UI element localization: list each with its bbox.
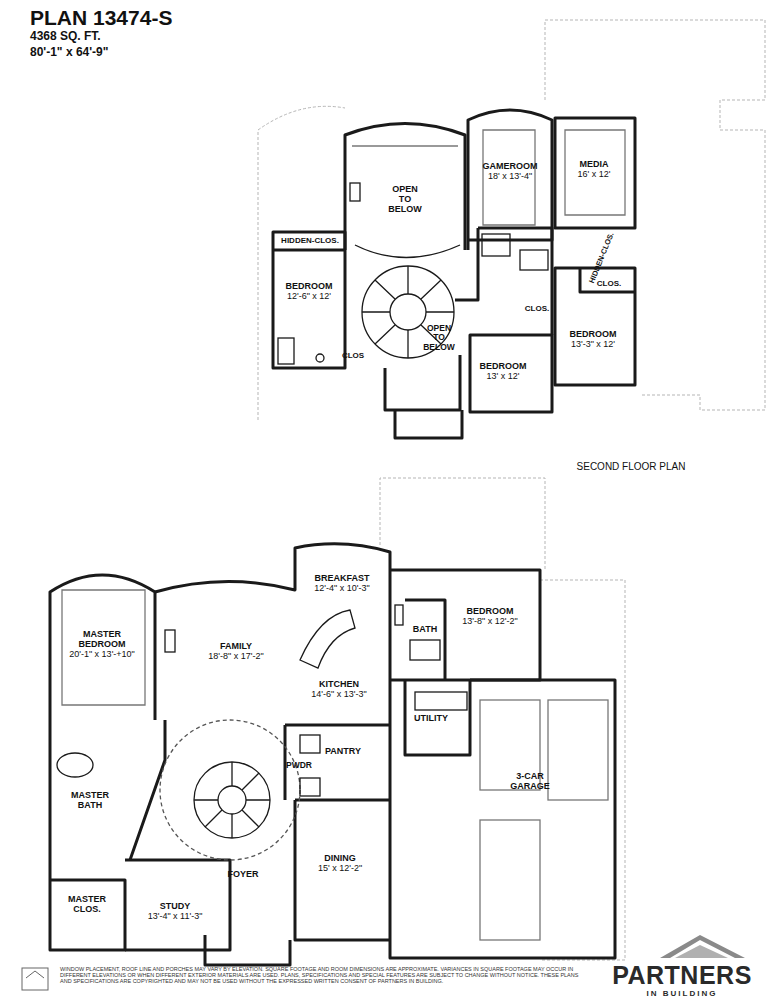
roof-outline <box>258 20 765 960</box>
room-dimensions: 14'-6" x 13'-3" <box>311 690 366 700</box>
room-name: CLOS. <box>525 305 549 314</box>
room-name: PANTRY <box>325 747 361 757</box>
lower-walls <box>50 544 615 965</box>
room-name: BREAKFAST <box>314 574 369 584</box>
room-name: FOYER <box>227 870 258 880</box>
room-label: 3-CAR GARAGE <box>505 772 555 792</box>
room-dimensions: 18' x 13'-4" <box>483 172 538 182</box>
room-label: KITCHEN14'-6" x 13'-3" <box>311 680 366 700</box>
lower-details <box>57 590 608 940</box>
room-name: KITCHEN <box>311 680 366 690</box>
room-label: MASTER BATH <box>65 791 115 811</box>
room-name: HIDDEN-CLOS. <box>281 237 339 246</box>
room-label: BREAKFAST12'-4" x 10'-3" <box>314 574 369 594</box>
room-label: STUDY13'-4" x 11'-3" <box>148 902 203 922</box>
room-label: DINING15' x 12'-2" <box>318 854 362 874</box>
room-label: BEDROOM13'-3" x 12' <box>570 330 617 350</box>
room-dimensions: 12'-4" x 10'-3" <box>314 584 369 594</box>
room-label: PANTRY <box>325 747 361 757</box>
room-name: MASTER BEDROOM <box>67 630 137 650</box>
room-dimensions: 16' x 12' <box>578 170 611 180</box>
room-name: MASTER CLOS. <box>62 895 112 915</box>
room-name: BEDROOM <box>462 607 517 617</box>
room-label: CLOS. <box>597 280 621 289</box>
brand-tagline: IN BUILDING <box>647 990 718 999</box>
room-label: CLOS <box>342 352 364 361</box>
room-dimensions: 13'-8" x 12'-2" <box>462 617 517 627</box>
plan-title: PLAN 13474-S <box>30 6 172 29</box>
room-label: MASTER BEDROOM20'-1" x 13'-+10" <box>67 630 137 660</box>
room-name: CLOS. <box>597 280 621 289</box>
room-dimensions: 13' x 12' <box>480 372 527 382</box>
room-dimensions: 15' x 12'-2" <box>318 864 362 874</box>
room-name: STUDY <box>148 902 203 912</box>
room-dimensions: 12'-6" x 12' <box>286 292 333 302</box>
room-name: MASTER BATH <box>65 791 115 811</box>
room-dimensions: 18'-8" x 17'-2" <box>208 652 263 662</box>
room-label: BATH <box>413 625 437 635</box>
room-name: FAMILY <box>208 642 263 652</box>
room-dimensions: 20'-1" x 13'-+10" <box>67 650 137 660</box>
room-dimensions: 13'-4" x 11'-3" <box>148 912 203 922</box>
room-label: MEDIA16' x 12' <box>578 160 611 180</box>
room-label: UTILITY <box>414 714 448 724</box>
room-name: PWDR <box>286 761 312 770</box>
room-label: FOYER <box>227 870 258 880</box>
room-dimensions: 13'-3" x 12' <box>570 340 617 350</box>
room-name: BEDROOM <box>286 282 333 292</box>
room-label: OPEN TO BELOW <box>420 324 458 352</box>
room-label: BEDROOM13' x 12' <box>480 362 527 382</box>
room-name: OPEN TO BELOW <box>385 185 425 215</box>
room-label: BEDROOM12'-6" x 12' <box>286 282 333 302</box>
room-label: GAMEROOM18' x 13'-4" <box>483 162 538 182</box>
room-name: BEDROOM <box>570 330 617 340</box>
plan-heading: SECOND FLOOR PLAN <box>577 461 686 472</box>
room-label: CLOS. <box>525 305 549 314</box>
brand-name: PARTNERS <box>612 962 752 990</box>
room-label: BEDROOM13'-8" x 12'-2" <box>462 607 517 627</box>
room-name: GAMEROOM <box>483 162 538 172</box>
room-name: HIDDEN-CLOS. <box>588 231 616 284</box>
room-name: CLOS <box>342 352 364 361</box>
room-label: HIDDEN-CLOS. <box>281 237 339 246</box>
room-name: UTILITY <box>414 714 448 724</box>
room-label: OPEN TO BELOW <box>385 185 425 215</box>
dimension-note: 80'-1" x 64'-9" <box>30 46 108 59</box>
upper-walls <box>273 110 635 438</box>
room-name: OPEN TO BELOW <box>420 324 458 352</box>
room-name: MEDIA <box>578 160 611 170</box>
room-name: BATH <box>413 625 437 635</box>
disclaimer: WINDOW PLACEMENT, ROOF LINE AND PORCHES … <box>60 966 590 984</box>
room-label: HIDDEN-CLOS. <box>588 231 616 284</box>
room-label: FAMILY18'-8" x 17'-2" <box>208 642 263 662</box>
room-name: DINING <box>318 854 362 864</box>
area-note: 4368 SQ. FT. <box>30 30 101 43</box>
room-label: PWDR <box>286 761 312 770</box>
room-name: 3-CAR GARAGE <box>505 772 555 792</box>
room-name: BEDROOM <box>480 362 527 372</box>
upper-details <box>278 130 625 364</box>
room-label: MASTER CLOS. <box>62 895 112 915</box>
